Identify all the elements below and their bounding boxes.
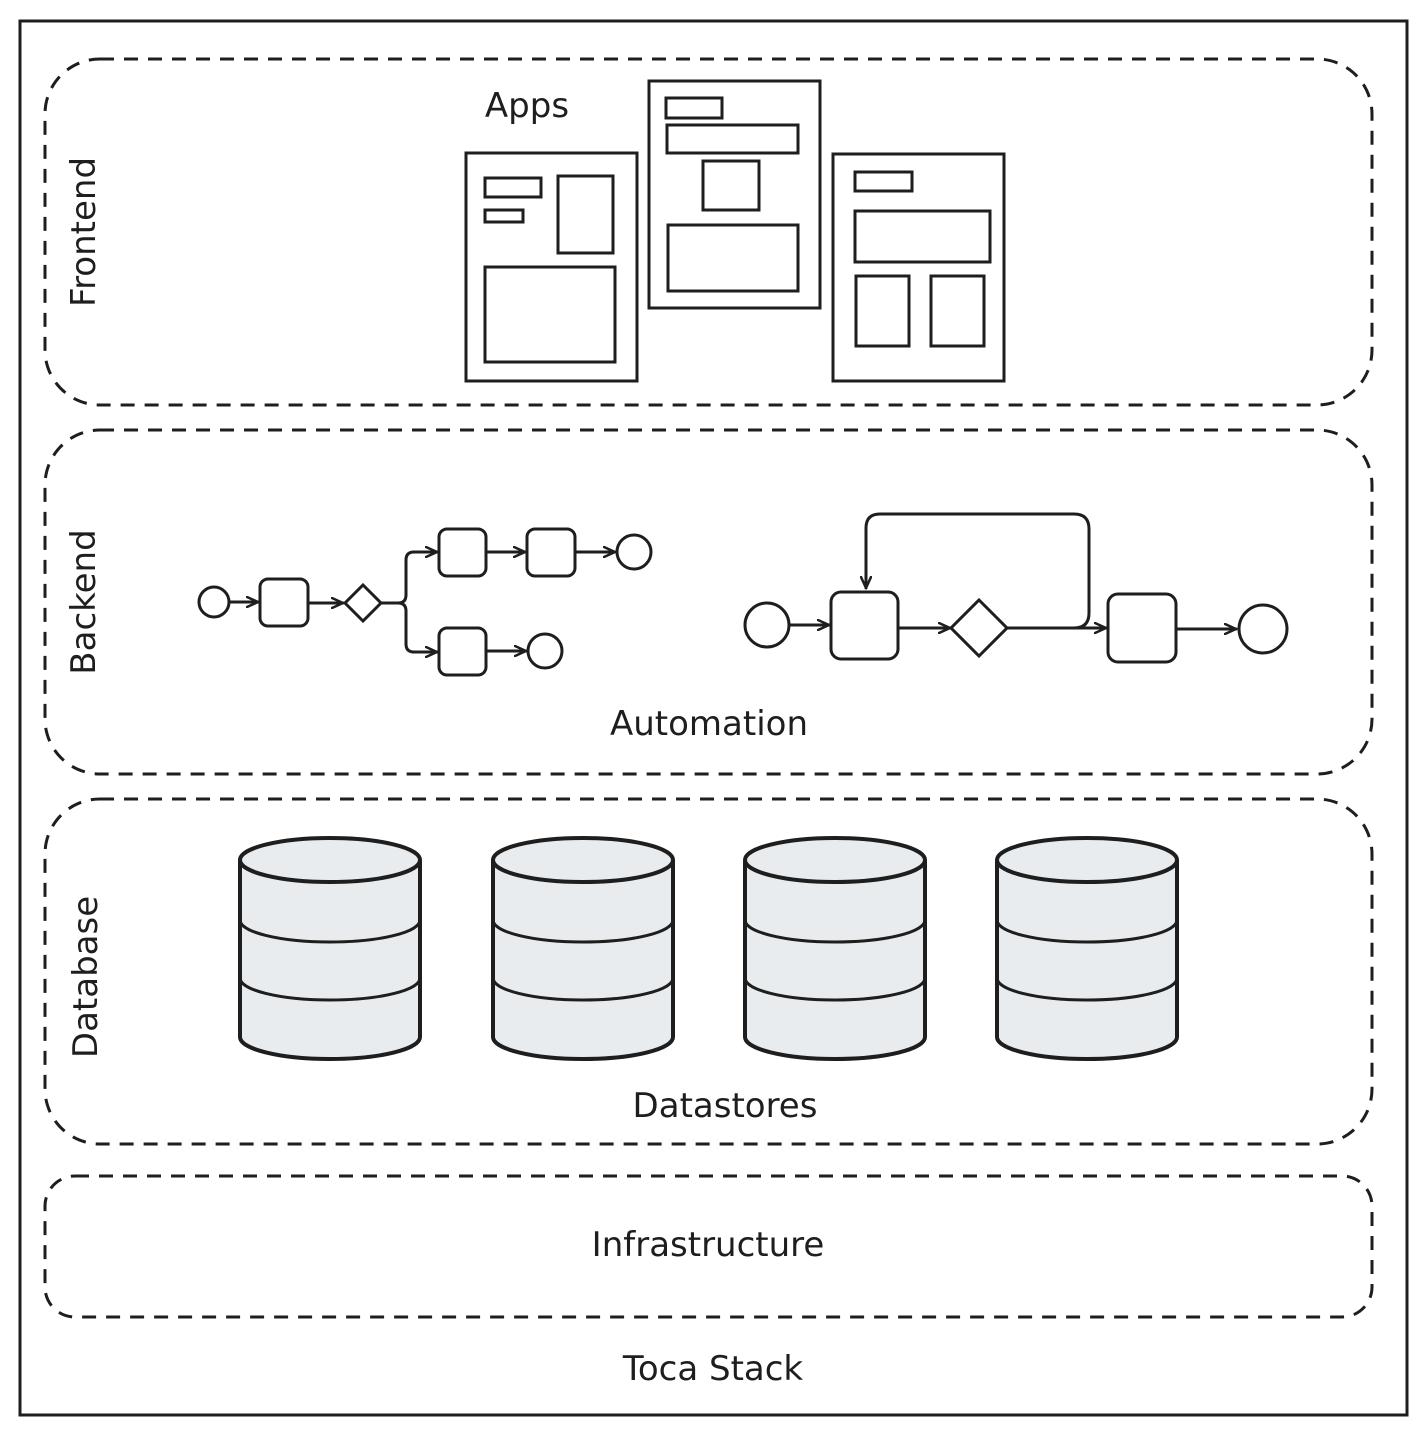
task-node — [437, 626, 488, 677]
apps-caption: Apps — [485, 86, 569, 126]
automation-caption: Automation — [610, 704, 808, 744]
outer-frame — [18, 19, 1409, 1417]
task-node — [525, 527, 577, 578]
backend-band — [43, 428, 1374, 776]
datastore-cylinder — [491, 836, 675, 1061]
workflow-loop — [743, 512, 1289, 664]
backend-layer: Backend Automation — [43, 428, 1374, 776]
app-window-3 — [831, 152, 1006, 383]
diagram-title: Toca Stack — [622, 1349, 804, 1389]
workflow-small — [197, 527, 653, 677]
end-event — [526, 632, 564, 670]
frontend-layer: Frontend Apps — [43, 57, 1374, 407]
start-event — [197, 585, 231, 619]
task-node — [258, 577, 310, 628]
database-side-label: Database — [66, 896, 106, 1058]
infrastructure-band — [43, 1174, 1374, 1319]
start-event — [743, 601, 791, 649]
gateway-node — [342, 582, 384, 624]
backend-side-label: Backend — [64, 529, 104, 674]
frontend-side-label: Frontend — [64, 157, 104, 307]
app-window-1 — [464, 151, 639, 383]
task-node — [829, 590, 900, 661]
datastores-caption: Datastores — [633, 1086, 818, 1126]
gateway-node — [948, 597, 1010, 659]
datastore-cylinder — [995, 836, 1179, 1061]
datastore-cylinder — [743, 836, 927, 1061]
frontend-band — [43, 57, 1374, 407]
infrastructure-caption: Infrastructure — [592, 1225, 825, 1265]
end-event — [1237, 603, 1289, 655]
app-window-2 — [647, 79, 822, 310]
end-event — [615, 533, 653, 571]
datastore-cylinder — [238, 836, 422, 1061]
database-layer: Database Datastores — [43, 797, 1374, 1146]
task-node — [437, 527, 488, 578]
infrastructure-layer: Infrastructure — [43, 1174, 1374, 1319]
task-node — [1106, 592, 1178, 664]
database-band — [43, 797, 1374, 1146]
